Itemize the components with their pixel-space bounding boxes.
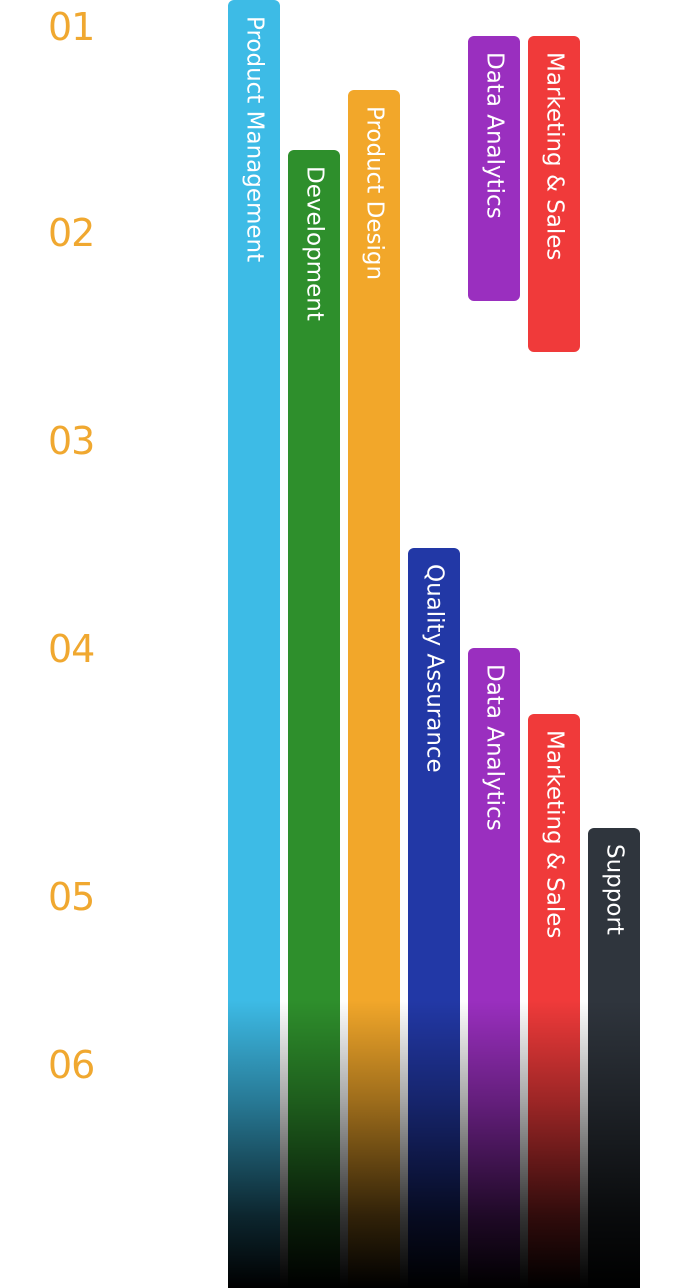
bar-data-analytics-early: Data Analytics xyxy=(468,36,520,301)
bar-product-design: Product Design xyxy=(348,90,400,1288)
bar-marketing-sales-early: Marketing & Sales xyxy=(528,36,580,352)
phase-number-06: 06 xyxy=(48,1043,95,1087)
bar-label-development: Development xyxy=(301,166,328,321)
bar-label-support: Support xyxy=(601,844,628,935)
phase-number-01: 01 xyxy=(48,5,95,49)
bar-label-product-design: Product Design xyxy=(361,106,388,281)
bar-development: Development xyxy=(288,150,340,1288)
bar-quality-assurance: Quality Assurance xyxy=(408,548,460,1288)
bar-product-management: Product Management xyxy=(228,0,280,1288)
bar-marketing-sales: Marketing & Sales xyxy=(528,714,580,1288)
bar-data-analytics: Data Analytics xyxy=(468,648,520,1288)
bar-label-data-analytics: Data Analytics xyxy=(481,664,508,831)
bar-label-quality-assurance: Quality Assurance xyxy=(421,564,448,773)
phase-number-03: 03 xyxy=(48,419,95,463)
bar-label-data-analytics-early: Data Analytics xyxy=(481,52,508,219)
bar-support: Support xyxy=(588,828,640,1288)
phase-number-04: 04 xyxy=(48,627,95,671)
phase-number-02: 02 xyxy=(48,211,95,255)
phase-number-05: 05 xyxy=(48,875,95,919)
bar-label-product-management: Product Management xyxy=(241,16,268,263)
bar-label-marketing-sales-early: Marketing & Sales xyxy=(541,52,568,261)
bar-label-marketing-sales: Marketing & Sales xyxy=(541,730,568,939)
